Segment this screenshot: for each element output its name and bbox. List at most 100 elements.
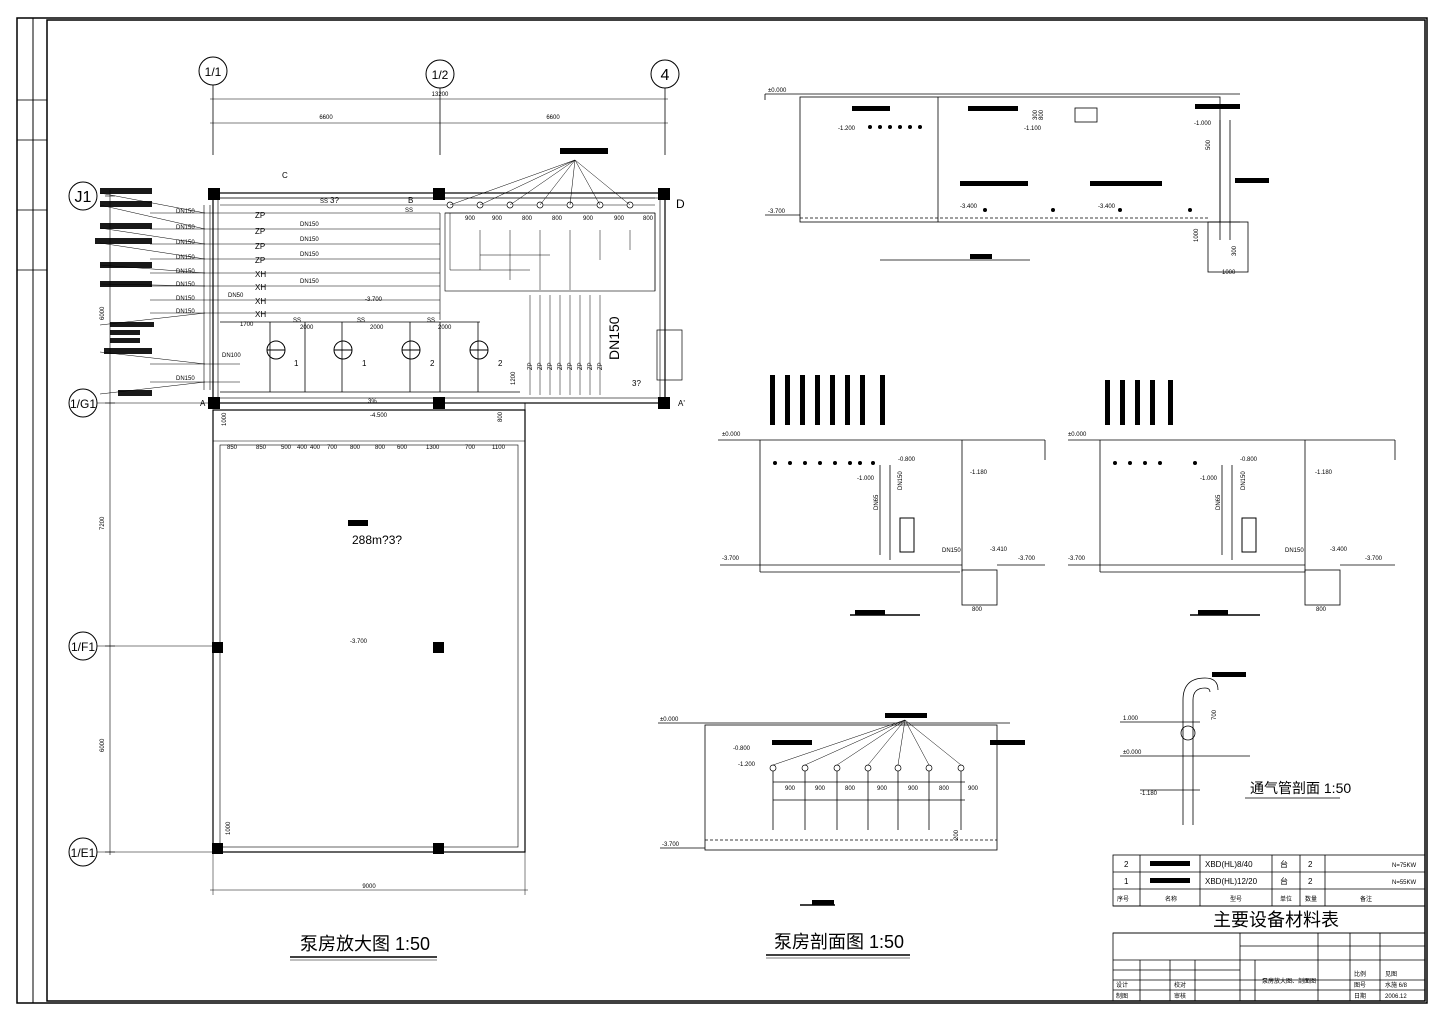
header-note xyxy=(560,148,608,154)
dim-right: 800 xyxy=(643,216,654,222)
row-model: XBD(HL)8/40 xyxy=(1205,860,1253,869)
level-top: ±0.000 xyxy=(660,717,679,723)
pipe-size: DN150 xyxy=(176,225,195,231)
grid-label: 1/F1 xyxy=(71,640,95,654)
dim: 800 xyxy=(972,607,983,613)
dim-top-left: 6600 xyxy=(319,115,333,121)
section-c-points xyxy=(1113,461,1197,465)
dim: 900 xyxy=(815,786,826,792)
plan-title: 泵房放大图 1:50 xyxy=(300,934,430,954)
vent-title: 通气管剖面 1:50 xyxy=(1250,780,1351,796)
section-tag-b: B xyxy=(408,196,413,205)
dim-row: 800 xyxy=(350,445,361,451)
section-d-outlets xyxy=(769,764,965,772)
dim-row: 600 xyxy=(397,445,408,451)
dim: 500 xyxy=(1206,139,1212,150)
dim-pump: 2000 xyxy=(370,325,384,331)
dim-pump: 2000 xyxy=(438,325,452,331)
level: ±0.000 xyxy=(1123,750,1142,756)
col-header: 序号 xyxy=(1117,895,1129,903)
dim: 300 xyxy=(1232,245,1238,256)
level-top: ±0.000 xyxy=(722,432,741,438)
fig-no-label: 图号 xyxy=(1354,982,1366,989)
level: -0.800 xyxy=(898,457,916,463)
dn-label: DN150 xyxy=(898,471,904,490)
section-d-notes xyxy=(772,713,1025,905)
pump-c xyxy=(1241,517,1257,553)
table-title: 主要设备材料表 xyxy=(1213,910,1339,930)
row-unit: 台 xyxy=(1280,876,1288,886)
dim-left-1: 6000 xyxy=(100,306,106,320)
door xyxy=(656,329,683,381)
pipe-size: DN150 xyxy=(176,282,195,288)
pipe-size: DN150 xyxy=(176,240,195,246)
section-tag-d: D xyxy=(676,197,685,211)
sheet-frame xyxy=(16,17,1428,1004)
row-note: N=75KW xyxy=(1392,863,1417,869)
grid-label: 1/2 xyxy=(432,68,449,82)
dim-row: 400 xyxy=(310,445,321,451)
dim: 800 xyxy=(939,786,950,792)
pipe-size: DN150 xyxy=(176,309,195,315)
pipe-size-mid: DN150 xyxy=(300,279,319,285)
grid-bubble-left-f1: 1/F1 xyxy=(68,631,215,661)
zp-label: ZP xyxy=(528,362,534,370)
dim-left-3: 6000 xyxy=(100,738,106,752)
slope-label: 3% xyxy=(368,399,377,405)
pipe-size: DN150 xyxy=(176,296,195,302)
pipe-code: XH xyxy=(255,297,266,306)
grid-bubble-left-g1: 1/G1 xyxy=(68,388,215,418)
pipe-size: DN100 xyxy=(222,353,241,359)
col-header: 数量 xyxy=(1305,895,1317,903)
dim-pump: 1700 xyxy=(240,322,254,328)
dim: 900 xyxy=(877,786,888,792)
left-leaders xyxy=(99,192,206,395)
grid-bubble-left-e1: 1/E1 xyxy=(68,837,215,867)
dim-top-right: 6600 xyxy=(546,115,560,121)
level: -3.700 xyxy=(662,842,680,848)
zp-label: ZP xyxy=(588,362,594,370)
dim-right: 800 xyxy=(522,216,533,222)
pump-row xyxy=(220,321,520,393)
scale-value: 见图 xyxy=(1385,971,1397,978)
zp-label: ZP xyxy=(598,362,604,370)
design-label: 设计 xyxy=(1116,981,1128,989)
zp-label: ZP xyxy=(548,362,554,370)
left-dimensions xyxy=(105,190,115,855)
left-stamp-strip xyxy=(16,99,48,271)
level-pump: -3.700 xyxy=(365,297,383,303)
dim: 900 xyxy=(908,786,919,792)
dim-bottom: 9000 xyxy=(362,884,376,890)
pipe-code: ZP xyxy=(255,256,265,265)
dim: 900 xyxy=(785,786,796,792)
level-top: ±0.000 xyxy=(768,88,787,94)
dim: 1000 xyxy=(1194,228,1200,242)
dn-label: DN65 xyxy=(1216,494,1222,510)
pump-3 xyxy=(401,340,421,360)
section-b-notes xyxy=(770,375,885,615)
pipe-code: ZP xyxy=(255,227,265,236)
dim: 200 xyxy=(954,829,960,840)
dim-row: 700 xyxy=(327,445,338,451)
dim-small: 800 xyxy=(498,411,504,422)
level-top: ±0.000 xyxy=(1068,432,1087,438)
pipe-size-dn50: DN50 xyxy=(228,293,244,299)
pipe-size: DN150 xyxy=(176,209,195,215)
dim-right: 900 xyxy=(614,216,625,222)
left-pipe-notes xyxy=(95,188,154,396)
level: -1.100 xyxy=(1024,126,1042,132)
grid-bubble-left-j1: J1 xyxy=(68,181,98,211)
check-label: 校对 xyxy=(1174,981,1186,989)
scale-label: 比例 xyxy=(1354,970,1366,978)
level: -1.180 xyxy=(1140,791,1158,797)
pump-4 xyxy=(469,340,489,360)
level: -3.400 xyxy=(1098,204,1116,210)
level: -3.400 xyxy=(1330,547,1348,553)
section-tag-c: C xyxy=(282,171,288,180)
row-model: XBD(HL)12/20 xyxy=(1205,877,1258,886)
level: -1.000 xyxy=(1194,121,1212,127)
sheet-no: 水施 6/8 xyxy=(1385,981,1408,989)
row-qty: 2 xyxy=(1308,877,1313,886)
dim-right: 900 xyxy=(465,216,476,222)
level: -1.200 xyxy=(738,762,756,768)
